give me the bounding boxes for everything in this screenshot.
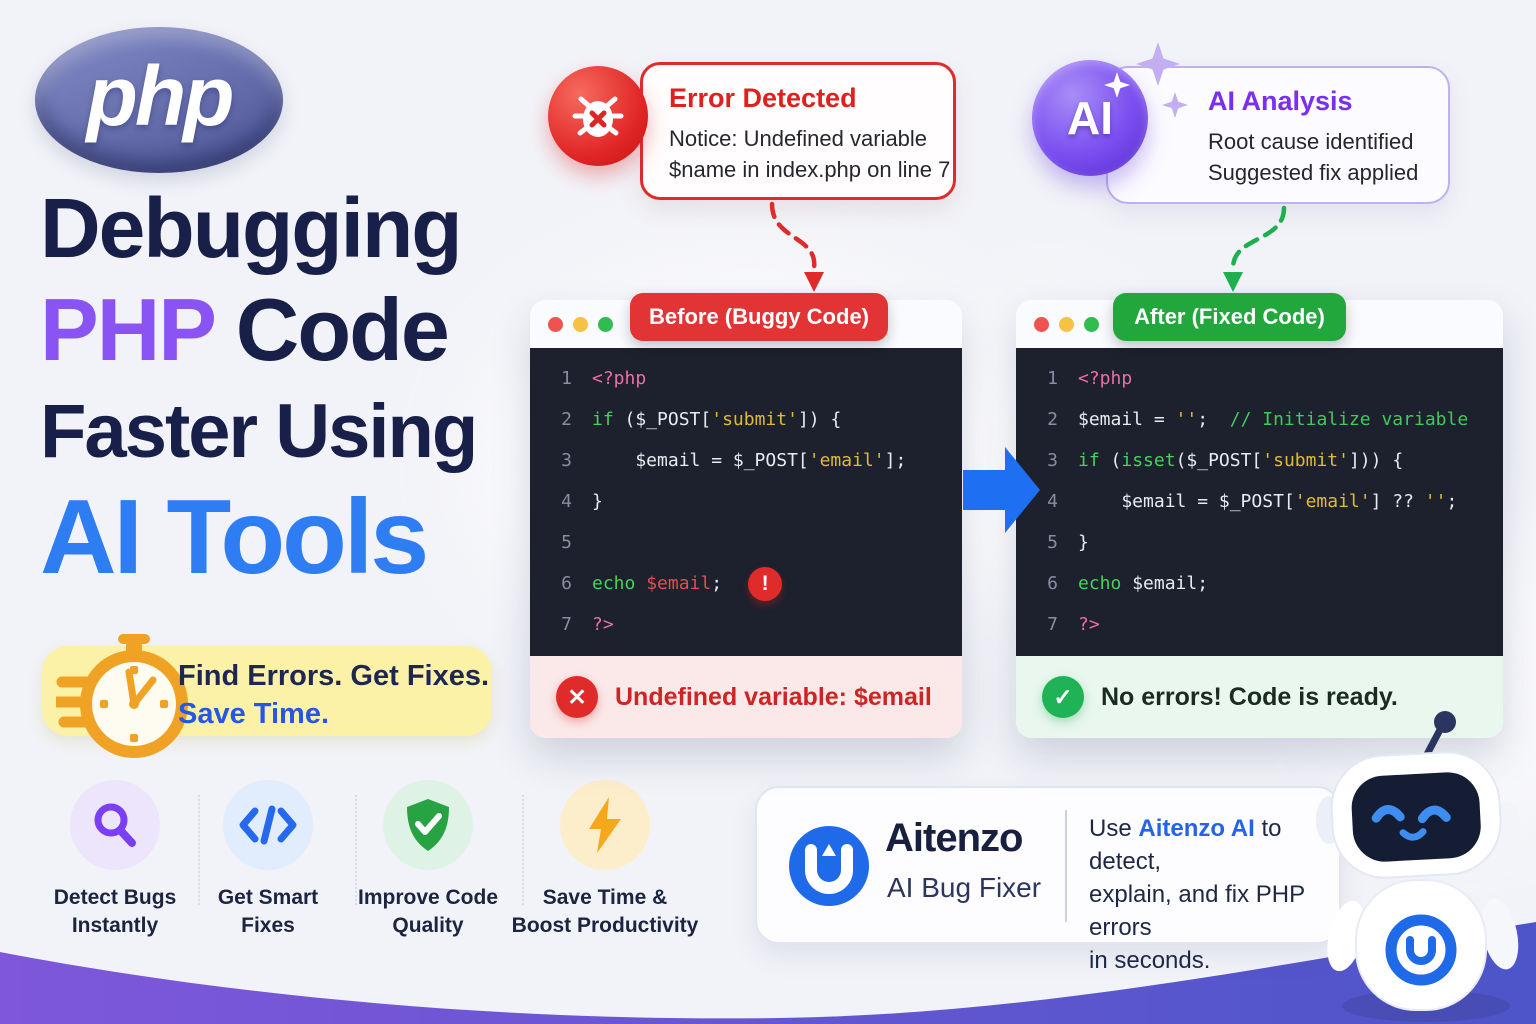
banner-text: Find Errors. Get Fixes. Save Time. <box>178 657 489 733</box>
code-line: 4 $email = $_POST['email'] ?? ''; <box>1047 491 1458 512</box>
feature-label: Save Time & Boost Productivity <box>511 886 699 937</box>
code-line: 1<?php <box>561 368 647 389</box>
feature-smart-fixes: Get Smart Fixes <box>173 780 363 940</box>
code-line: 5} <box>1047 532 1089 553</box>
code-line: 2$email = ''; // Initialize variable <box>1047 409 1469 430</box>
feature-divider <box>355 795 357 905</box>
bug-icon <box>548 66 648 166</box>
magnifier-icon <box>70 780 160 870</box>
ai-badge-icon: AI <box>1032 60 1148 176</box>
ai-callout-body-line2: Suggested fix applied <box>1208 160 1419 185</box>
brand-divider <box>1065 810 1067 922</box>
stopwatch-icon <box>56 634 188 758</box>
after-code-window: After (Fixed Code) 1<?php 2$email = ''; /… <box>1016 293 1503 738</box>
sparkle-icon <box>1162 92 1188 118</box>
headline: Debugging PHP Code Faster Using AI Tools <box>40 181 478 596</box>
brand-link-text: Aitenzo AI <box>1138 815 1255 842</box>
success-check-icon: ✓ <box>1042 676 1084 718</box>
feature-label: Get Smart Fixes <box>217 886 319 937</box>
aitenzo-brand-card: Aitenzo AI Bug Fixer Use Aitenzo AI to d… <box>755 786 1341 974</box>
green-dashed-arrow <box>1230 205 1287 271</box>
before-window-titlebar: Before (Buggy Code) <box>530 293 962 348</box>
ai-analysis-callout: AI Analysis Root cause identified Sugges… <box>1106 66 1450 204</box>
before-error-text: Undefined variable: $email <box>615 682 932 711</box>
code-line: 3 $email = $_POST['email']; <box>561 450 907 471</box>
code-line: 7?> <box>1047 614 1100 635</box>
banner-line2: Save Time. <box>178 698 330 730</box>
error-callout-body-line1: Notice: Undefined variable <box>669 126 928 151</box>
after-code-area: 1<?php 2$email = ''; // Initialize variab… <box>1016 348 1503 656</box>
brand-tagline: AI Bug Fixer <box>887 872 1042 903</box>
lightning-icon <box>560 780 650 870</box>
after-success-text: No errors! Code is ready. <box>1101 682 1398 711</box>
benefits-banner: Find Errors. Get Fixes. Save Time. <box>42 634 492 758</box>
error-callout-title: Error Detected <box>669 83 857 113</box>
code-line: 5 <box>561 532 572 553</box>
feature-code-quality: Improve Code Quality <box>333 780 523 940</box>
brand-name: Aitenzo <box>885 816 1023 860</box>
php-logo-text: php <box>86 48 235 143</box>
code-line: 7?> <box>561 614 614 635</box>
error-x-icon: ✕ <box>556 676 598 718</box>
ai-badge-text: AI <box>1067 92 1113 144</box>
red-dashed-arrow <box>769 201 817 271</box>
error-detected-callout: Error Detected Notice: Undefined variabl… <box>640 62 956 200</box>
brand-description: Use Aitenzo AI to detect, explain, and f… <box>1089 815 1305 974</box>
headline-php-accent: PHP <box>40 280 215 379</box>
sparkle-icon <box>1104 72 1130 98</box>
php-logo: php <box>35 27 283 173</box>
error-exclamation-icon: ! <box>748 566 783 601</box>
headline-code-text: Code <box>213 280 450 379</box>
code-line: 4} <box>561 491 603 512</box>
sparkle-icon <box>1136 42 1180 86</box>
window-minimize-dot <box>1059 316 1074 332</box>
bottom-wave <box>0 922 1536 1024</box>
feature-divider <box>198 795 200 905</box>
after-window-titlebar: After (Fixed Code) <box>1016 293 1503 348</box>
window-zoom-dot <box>1084 316 1099 332</box>
aitenzo-logo <box>789 826 869 906</box>
headline-line-3: Faster Using <box>40 389 478 474</box>
feature-detect-bugs: Detect Bugs Instantly <box>20 780 210 940</box>
feature-label: Improve Code Quality <box>357 886 499 937</box>
feature-divider <box>522 795 524 905</box>
after-tab: After (Fixed Code) <box>1113 293 1346 341</box>
window-zoom-dot <box>598 316 613 332</box>
ai-callout-body-line1: Root cause identified <box>1208 129 1414 154</box>
error-callout-body-line2: $name in index.php on line 7 <box>669 157 951 182</box>
error-callout-body: Notice: Undefined variable $name in inde… <box>669 123 950 185</box>
headline-line-4: AI Tools <box>40 478 429 596</box>
banner-line1: Find Errors. Get Fixes. <box>178 660 490 692</box>
robot-mascot <box>1316 711 1521 1022</box>
window-close-dot <box>548 316 563 332</box>
feature-label: Detect Bugs Instantly <box>53 886 177 937</box>
code-icon <box>223 780 313 870</box>
headline-line-2: PHP Code <box>40 286 476 374</box>
headline-line-1: Debugging <box>40 181 463 275</box>
ai-callout-title: AI Analysis <box>1208 86 1353 116</box>
after-success-bar: ✓ No errors! Code is ready. <box>1016 656 1503 738</box>
ai-callout-body: Root cause identified Suggested fix appl… <box>1208 126 1418 188</box>
before-error-bar: ✕ Undefined variable: $email <box>530 656 962 738</box>
before-tab: Before (Buggy Code) <box>630 293 888 341</box>
feature-productivity: Save Time & Boost Productivity <box>510 780 700 940</box>
code-line: 1<?php <box>1047 368 1133 389</box>
window-close-dot <box>1034 316 1049 332</box>
window-minimize-dot <box>573 316 588 332</box>
shield-check-icon <box>383 780 473 870</box>
